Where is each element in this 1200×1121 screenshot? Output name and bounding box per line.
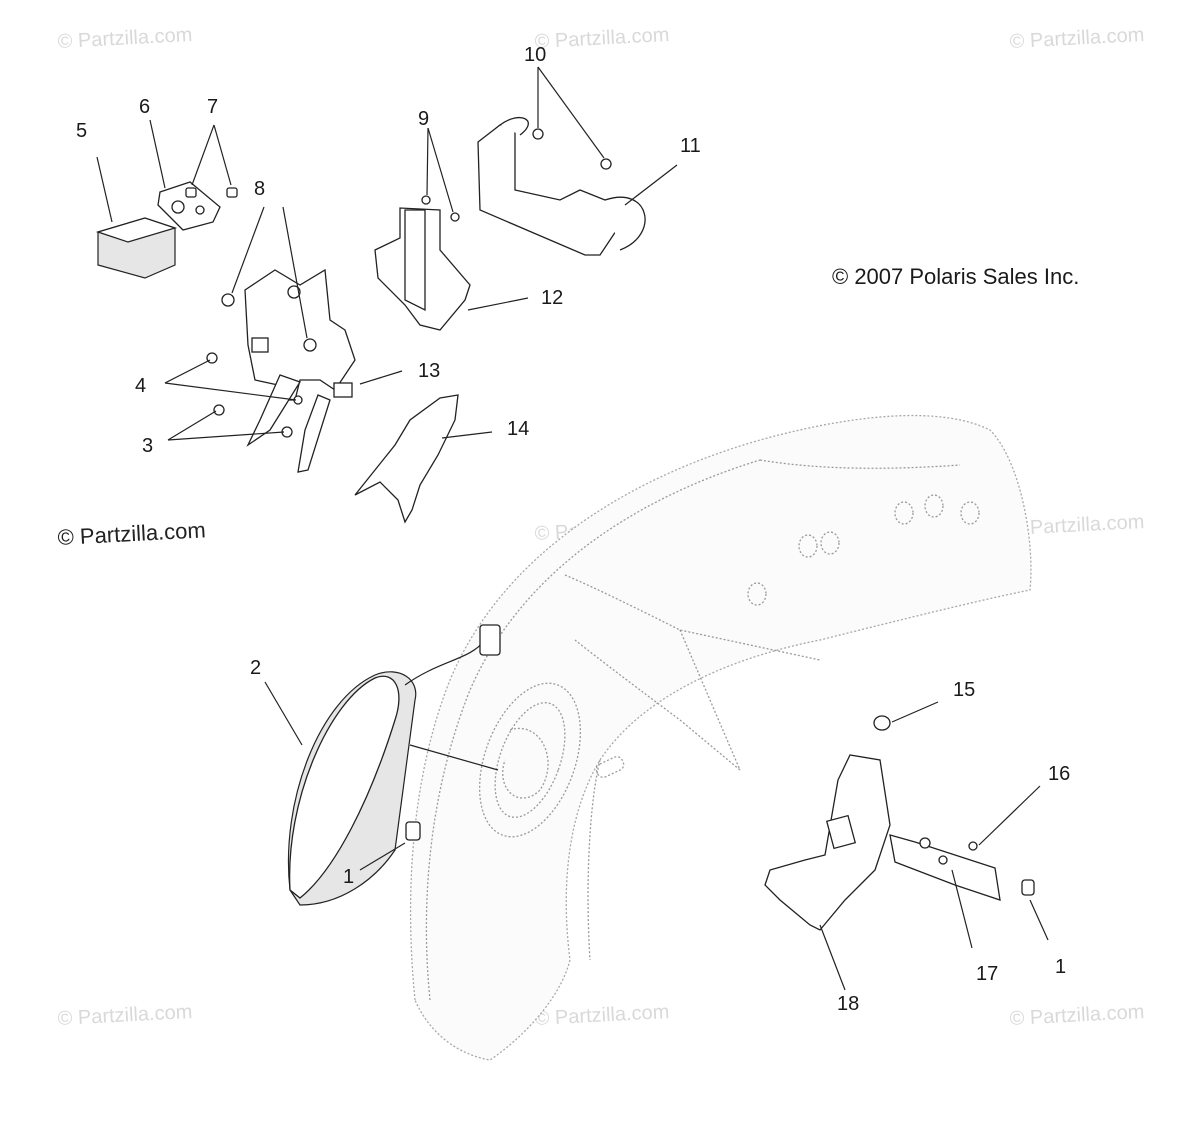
callout-4: 4 <box>135 375 146 397</box>
nuts-7 <box>185 124 238 198</box>
callouts: 1 1 2 3 4 5 6 7 8 9 10 11 12 13 14 15 16… <box>76 44 1070 1015</box>
watermark: © Partzilla.com <box>534 24 670 53</box>
bolt-1-right <box>1021 879 1049 941</box>
vertical-bracket <box>374 127 529 331</box>
callout-9: 9 <box>418 108 429 130</box>
callout-1: 1 <box>1055 956 1066 978</box>
watermark: © Partzilla.com <box>1009 511 1145 540</box>
watermark: © Partzilla.com <box>1009 24 1145 53</box>
callout-17: 17 <box>976 963 998 985</box>
license-plate-bracket <box>221 206 403 401</box>
callout-5: 5 <box>76 120 87 142</box>
watermark: © Partzilla.com <box>1009 1001 1145 1030</box>
rear-fender <box>409 414 1032 1061</box>
shield-bracket <box>354 394 493 524</box>
callout-3: 3 <box>142 435 153 457</box>
grommet-15 <box>873 701 939 731</box>
top-mount-bracket <box>477 66 678 256</box>
callout-12: 12 <box>541 287 563 309</box>
lower-brackets <box>164 352 331 473</box>
watermark: © Partzilla.com <box>57 1001 193 1030</box>
lamp-gasket <box>149 119 221 231</box>
callout-15: 15 <box>953 679 975 701</box>
callout-8: 8 <box>254 178 265 200</box>
bolt-1-left <box>359 821 421 871</box>
watermark-dark: © Partzilla.com <box>57 517 206 550</box>
tail-lamp-lens <box>95 156 178 279</box>
callout-14: 14 <box>507 418 529 440</box>
callout-11: 11 <box>680 135 701 157</box>
callout-10: 10 <box>524 44 546 66</box>
callout-7: 7 <box>207 96 218 118</box>
trim-strip <box>889 785 1041 949</box>
lamp-assembly <box>264 624 501 906</box>
callout-2: 2 <box>250 657 261 679</box>
callout-16: 16 <box>1048 763 1070 785</box>
callout-1: 1 <box>343 866 354 888</box>
copyright-text: © 2007 Polaris Sales Inc. <box>832 264 1079 289</box>
watermark: © Partzilla.com <box>534 1001 670 1030</box>
callout-6: 6 <box>139 96 150 118</box>
callout-13: 13 <box>418 360 440 382</box>
mud-flap-bracket <box>764 754 891 991</box>
watermark: © Partzilla.com <box>57 24 193 53</box>
callout-18: 18 <box>837 993 859 1015</box>
